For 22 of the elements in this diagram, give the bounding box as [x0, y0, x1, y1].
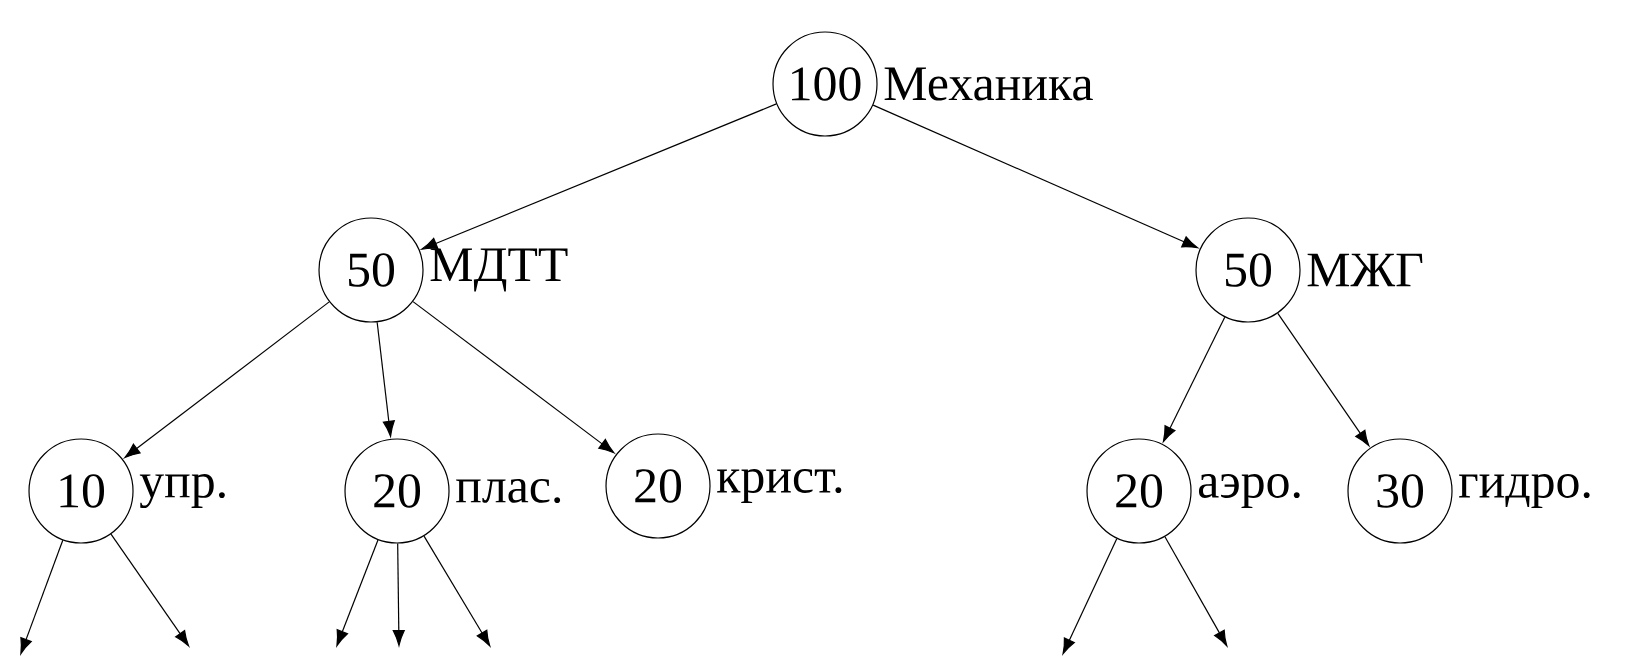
node-caption: Механика	[884, 67, 1093, 101]
node-caption: гидро.	[1459, 473, 1590, 509]
arrow	[392, 543, 405, 646]
arrow	[1277, 312, 1370, 447]
node-caption: МЖГ	[1307, 253, 1423, 287]
arrow	[872, 104, 1199, 249]
arrow	[376, 321, 395, 437]
arrow	[1164, 536, 1228, 647]
arrow	[336, 539, 379, 647]
node-caption: крист.	[717, 468, 842, 504]
arrow	[423, 535, 491, 647]
node-caption: плас.	[456, 478, 561, 504]
arrow	[20, 539, 64, 655]
arrow	[421, 103, 777, 250]
arrow	[124, 301, 330, 459]
node-caption: упр.	[139, 473, 225, 509]
node-caption: аэро.	[1198, 473, 1300, 509]
arrow	[110, 533, 190, 647]
arrow	[1162, 316, 1226, 443]
arrow	[1062, 538, 1118, 655]
arrow	[412, 301, 615, 454]
node-caption: МДТТ	[430, 248, 568, 292]
